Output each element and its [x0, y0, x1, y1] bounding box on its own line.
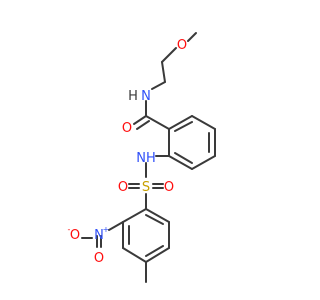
atom-sulfonyl-O-right: O [164, 180, 174, 195]
atom-nitro-O-minus-charge: - [68, 225, 71, 234]
atom-carbonyl-O: O [122, 121, 132, 136]
ringA-5 [168, 155, 193, 170]
ringA-4 [191, 155, 216, 170]
ringA-d1 [174, 121, 193, 132]
atom-sulfonamide-NH: NH [136, 151, 156, 166]
ringB-d3 [145, 214, 164, 225]
ringB-3 [122, 247, 147, 263]
structure-diagram: O N H O NH S O O N + O - O [68, 32, 216, 283]
ringA-1 [168, 115, 193, 130]
bond-ring-nitroN [108, 221, 124, 231]
atom-amide-N: N [141, 89, 151, 104]
ringB-d2 [145, 245, 164, 257]
atom-nitro-O: O [94, 251, 104, 266]
bond-methyl-O [187, 32, 197, 42]
atom-methoxy-O: O [177, 38, 187, 53]
bond-O-CH2 [161, 47, 177, 63]
atom-sulfonyl-O-left: O [118, 180, 128, 195]
ringB-4 [145, 247, 170, 263]
atom-nitro-O-minus: O [70, 228, 80, 243]
ringB-1 [122, 208, 147, 223]
bonds [81, 32, 216, 283]
ringA-d3 [174, 152, 193, 164]
ringA-2 [191, 115, 216, 130]
atom-nitro-N: N [94, 228, 104, 243]
bond-CH2-N [151, 81, 166, 90]
bond-carbonylC-ring [145, 115, 170, 130]
atom-nitro-N-charge: + [103, 225, 110, 234]
bond-C-O-1 [133, 115, 147, 125]
atom-amide-H: H [128, 89, 138, 104]
bond-C-O-2 [136, 120, 150, 130]
ringB-6 [145, 208, 170, 223]
atom-sulfur: S [142, 180, 150, 195]
bond-CH2-CH2 [161, 61, 166, 83]
atom-labels: O N H O NH S O O N + O - O [68, 38, 188, 266]
